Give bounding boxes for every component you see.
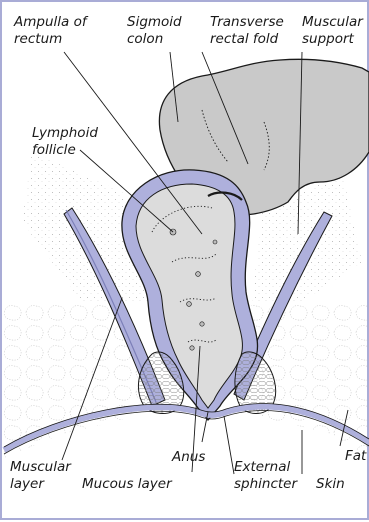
label-external-line1: External [234,459,290,475]
label-lymphoid-line2: follicle [32,142,76,158]
label-muscular-layer-line2: layer [10,476,45,492]
label-muscular-support-line2: support [302,31,355,47]
label-lymphoid-line1: Lymphoid [32,125,98,141]
label-transverse-line1: Transverse [210,14,284,30]
label-ampulla-line1: Ampulla of [13,14,89,30]
label-external-line2: sphincter [234,476,298,492]
label-ampulla-line2: rectum [14,31,62,47]
label-muscular-support-line1: Muscular [302,14,364,30]
label-fat: Fat [345,448,367,464]
label-sigmoid-line2: colon [127,31,163,47]
label-mucous-layer: Mucous layer [82,476,173,492]
label-skin: Skin [316,476,345,492]
label-muscular-layer-line1: Muscular [10,459,72,475]
label-transverse-line2: rectal fold [210,31,279,47]
label-anus: Anus [171,449,205,465]
label-sigmoid-line1: Sigmoid [127,14,182,30]
